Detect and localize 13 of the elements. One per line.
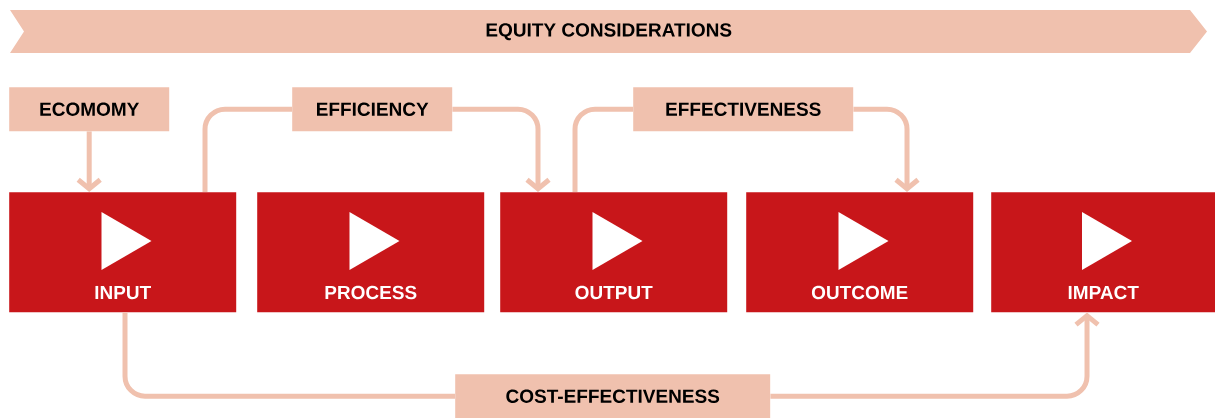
process-box: OUTPUT xyxy=(500,192,728,313)
label-box: COST-EFFECTIVENESS xyxy=(455,374,771,418)
label-box: EFFECTIVENESS xyxy=(633,87,854,132)
arrow xyxy=(452,106,551,192)
process-box: INPUT xyxy=(9,192,237,313)
process-box: PROCESS xyxy=(257,192,485,313)
label-box: ECOMOMY xyxy=(9,87,170,132)
arrow xyxy=(853,106,920,192)
process-box: OUTCOME xyxy=(746,192,974,313)
arrow xyxy=(770,312,1100,399)
label-box: EFFICIENCY xyxy=(292,87,453,132)
process-box: IMPACT xyxy=(991,192,1215,313)
arrow xyxy=(76,131,102,192)
